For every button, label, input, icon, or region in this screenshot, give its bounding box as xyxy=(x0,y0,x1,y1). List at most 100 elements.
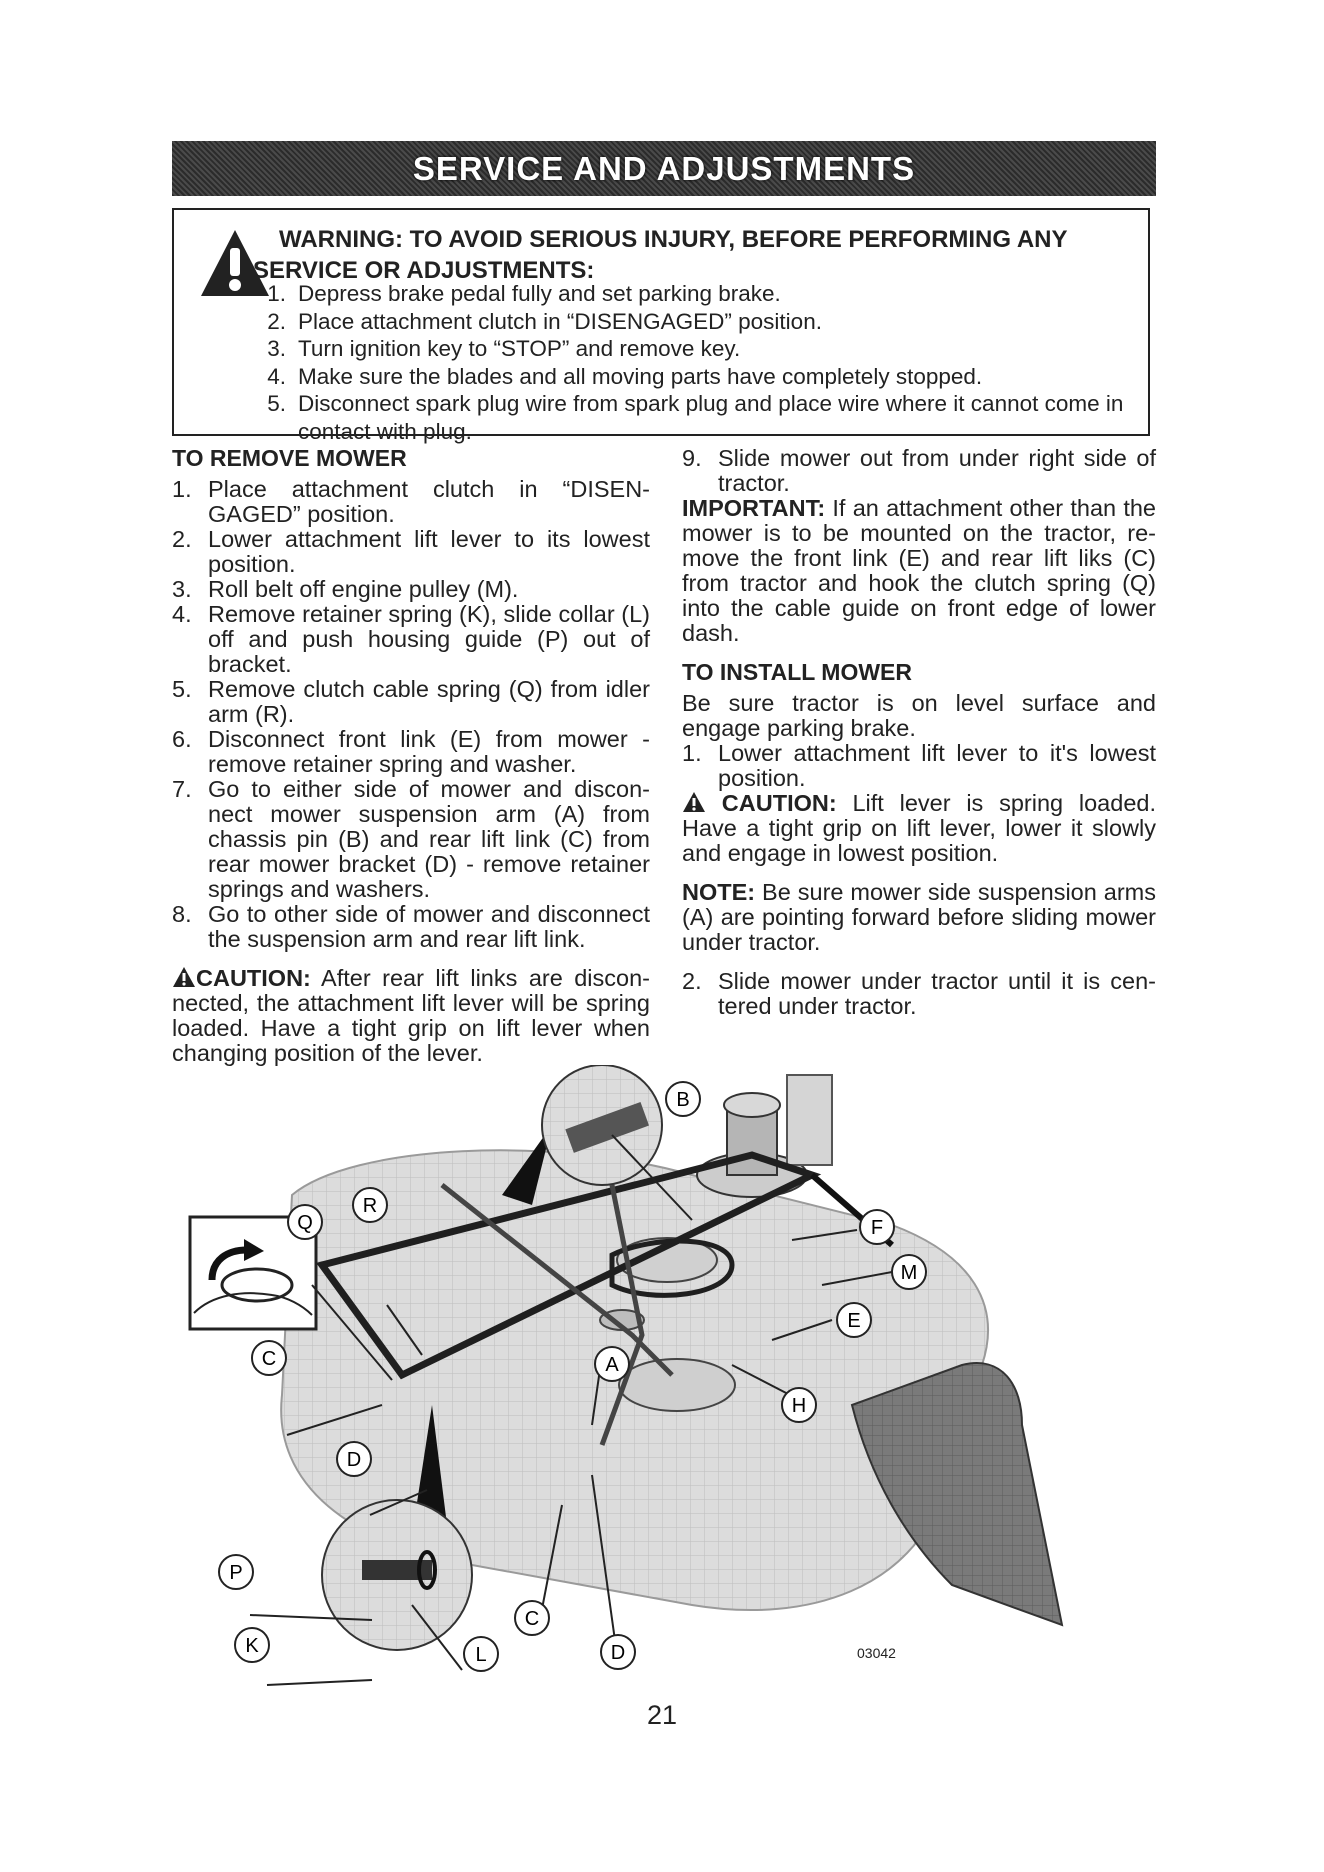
callout-p: P xyxy=(218,1554,254,1590)
callout-e: E xyxy=(836,1302,872,1338)
caution-triangle-icon xyxy=(683,792,705,812)
step-text: Turn ignition key to “STOP” and remove k… xyxy=(298,336,741,361)
step-text: Lower attachment lift lever to it's lowe… xyxy=(718,740,1156,791)
caution-text: After rear lift links are discon-nected,… xyxy=(172,965,650,1066)
install-caution: CAUTION: Lift lever is spring loaded. Ha… xyxy=(682,791,1156,866)
magnifier-part xyxy=(417,1550,437,1590)
callout-p-label: P xyxy=(229,1562,242,1584)
list-item: 2. Slide mower under tractor until it is … xyxy=(682,969,1156,1019)
list-item: 9. Slide mower out from under right side … xyxy=(682,446,1156,496)
callout-a-label: A xyxy=(605,1354,619,1376)
discharge-chute xyxy=(850,1362,1064,1627)
step-number: 4. xyxy=(267,363,286,389)
step-text: Place attachment clutch in “DISENGAGED” … xyxy=(298,308,822,334)
list-item: 5.Remove clutch cable spring (Q) from id… xyxy=(172,677,650,727)
step-number: 3. xyxy=(172,576,192,602)
callout-wedge xyxy=(412,1405,447,1535)
list-item: 2.Lower attachment lift lever to its low… xyxy=(172,527,650,577)
callout-e-label: E xyxy=(847,1310,860,1332)
step-number: 7. xyxy=(172,776,192,802)
list-item: 6. Disconnect front link (E) from mower -… xyxy=(172,727,650,777)
list-item: 7. Go to either side of mower and discon-… xyxy=(172,777,650,902)
step-number: 6. xyxy=(172,726,192,752)
step-number: 8. xyxy=(172,901,192,927)
caution-label: CAUTION: xyxy=(196,965,311,991)
warning-steps: 1.Depress brake pedal fully and set park… xyxy=(246,280,1136,445)
step-text: Go to either side of mower and discon-ne… xyxy=(208,776,650,902)
warning-box: WARNING: TO AVOID SERIOUS INJURY, BEFORE… xyxy=(172,208,1150,444)
remove-heading: TO REMOVE MOWER xyxy=(172,445,407,471)
callout-d: D xyxy=(336,1441,372,1477)
step-text: Roll belt off engine pulley (M). xyxy=(208,576,519,602)
rotation-arrow-icon xyxy=(208,1246,248,1281)
step-number: 2. xyxy=(682,968,702,994)
callout-k: K xyxy=(234,1627,270,1663)
warning-triangle-icon xyxy=(201,230,269,296)
caution-text: Lift lever is spring loaded. Have a tigh… xyxy=(682,790,1156,866)
arrow-head xyxy=(244,1239,264,1261)
warning-title: WARNING: TO AVOID SERIOUS INJURY, BEFORE… xyxy=(253,224,1129,286)
callout-d-label: D xyxy=(347,1449,361,1471)
install-intro: Be sure tractor is on level surface and … xyxy=(682,690,1156,741)
remove-mower-section: TO REMOVE MOWER 1. Place attachment clutc… xyxy=(172,446,650,1066)
callout-a: A xyxy=(594,1346,630,1382)
mower-diagram: B F M E H A Q R C D P K L C D 03042 xyxy=(188,1065,1064,1686)
important-label: IMPORTANT: xyxy=(682,495,826,521)
deck-belt xyxy=(609,1238,735,1298)
remove-steps: 1. Place attachment clutch in “DISEN-GAGE… xyxy=(172,477,650,952)
step-number: 4. xyxy=(172,601,192,627)
page-number: 21 xyxy=(646,1700,678,1730)
step-text: Go to other side of mower and disconnect… xyxy=(208,901,650,952)
list-item: 1. Lower attachment lift lever to it's lo… xyxy=(682,741,1156,791)
step-text: Remove clutch cable spring (Q) from idle… xyxy=(208,676,650,727)
right-column: 9. Slide mower out from under right side … xyxy=(682,446,1156,1019)
callout-labels: B F M E H A Q R C D P K L C D xyxy=(218,1081,927,1672)
section-title: SERVICE AND ADJUSTMENTS xyxy=(412,149,916,187)
step-number: 1. xyxy=(682,740,702,766)
callout-l: L xyxy=(463,1636,499,1672)
step-text: Lower attachment lift lever to its lowes… xyxy=(208,526,650,577)
step-number: 5. xyxy=(267,391,286,416)
list-item: 4. Remove retainer spring (K), slide coll… xyxy=(172,602,650,677)
pulley xyxy=(616,1237,718,1283)
step-text: Disconnect front link (E) from mower - r… xyxy=(208,726,650,777)
pulley-top xyxy=(723,1092,781,1118)
note-text: Be sure mower side suspension arms (A) a… xyxy=(682,879,1156,955)
list-item: 1. Place attachment clutch in “DISEN-GAGE… xyxy=(172,477,650,527)
callout-c-label: C xyxy=(262,1348,276,1370)
callout-r-label: R xyxy=(363,1195,377,1217)
install-step-2: 2. Slide mower under tractor until it is … xyxy=(682,969,1156,1019)
step-text: Depress brake pedal fully and set parkin… xyxy=(298,281,781,306)
note-label: NOTE: xyxy=(682,879,756,905)
note: NOTE: Be sure mower side suspension arms… xyxy=(682,880,1156,955)
caution-triangle-icon xyxy=(173,967,195,987)
callout-h-label: H xyxy=(792,1395,806,1417)
callout-c: C xyxy=(251,1340,287,1376)
step-text: Disconnect spark plug wire from spark pl… xyxy=(298,391,1124,444)
hand-illustration xyxy=(193,1292,313,1316)
list-item: 3.Turn ignition key to “STOP” and remove… xyxy=(246,335,1136,363)
warning-title-line1: WARNING: TO AVOID SERIOUS INJURY, BEFORE… xyxy=(279,226,1068,253)
remove-caution: CAUTION: After rear lift links are disco… xyxy=(172,966,650,1066)
step-text: Slide mower out from under right side of… xyxy=(718,445,1156,496)
callout-r: R xyxy=(352,1187,388,1223)
step-number: 1. xyxy=(172,476,192,502)
step-text: Place attachment clutch in “DISEN-GAGED”… xyxy=(208,476,650,527)
callout-f-label: F xyxy=(871,1217,883,1239)
magnifier-part xyxy=(362,1560,432,1580)
callout-m: M xyxy=(891,1254,927,1290)
callout-c2: C xyxy=(514,1600,550,1636)
step-text: Make sure the blades and all moving part… xyxy=(298,363,983,389)
step-number: 2. xyxy=(267,308,286,334)
step-number: 9. xyxy=(682,445,702,471)
list-item: 1.Depress brake pedal fully and set park… xyxy=(246,280,1136,308)
callout-d2: D xyxy=(600,1634,636,1670)
list-item: 4. Make sure the blades and all moving pa… xyxy=(246,363,1136,391)
retainer-spring-inset xyxy=(220,1267,294,1303)
step-text: Remove retainer spring (K), slide collar… xyxy=(208,601,650,677)
leader-lines xyxy=(249,1134,893,1686)
bracket xyxy=(786,1074,833,1166)
step-text: Slide mower under tractor until it is ce… xyxy=(718,968,1156,1019)
important-note: IMPORTANT: If an attachment other than t… xyxy=(682,496,1156,646)
important-text: If an attachment other than the mower is… xyxy=(682,495,1156,646)
